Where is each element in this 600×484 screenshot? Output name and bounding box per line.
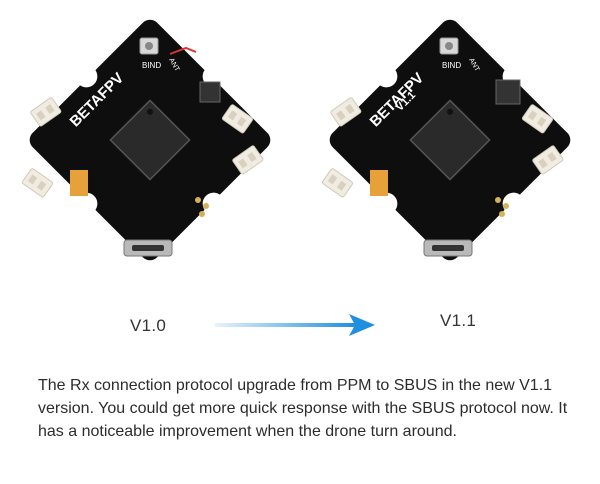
motor-connector <box>221 104 254 134</box>
antenna-wire <box>169 46 197 55</box>
motor-connector <box>521 104 554 134</box>
flight-controller-v1-1-photo: BETAFPV V1.1 BIND ANT <box>321 19 571 261</box>
mount-hole <box>75 65 98 88</box>
mcu-chip <box>109 99 191 181</box>
mount-hole <box>375 192 398 215</box>
motor-connector <box>532 145 564 175</box>
upgrade-arrow-icon <box>215 314 375 336</box>
motor-connector <box>330 97 362 127</box>
mcu-chip <box>409 99 491 181</box>
motor-connector <box>21 168 54 198</box>
description-text: The Rx connection protocol upgrade from … <box>38 377 568 440</box>
orange-component <box>70 170 88 196</box>
mount-hole <box>375 65 398 88</box>
orange-component <box>370 170 388 196</box>
motor-connector <box>321 168 354 198</box>
inductor <box>199 81 221 103</box>
inductor <box>495 79 521 105</box>
motor-connector <box>30 97 62 127</box>
mount-hole <box>75 192 98 215</box>
version-label-old: V1.0 <box>130 316 167 335</box>
version-label-new: V1.1 <box>440 311 477 330</box>
mount-hole <box>502 192 525 215</box>
flight-controller-v1-0-photo: BETAFPV BIND ANT <box>21 19 271 261</box>
motor-connector <box>232 145 264 175</box>
mount-hole <box>202 192 225 215</box>
bind-label: BIND <box>442 61 461 70</box>
bind-label: BIND <box>142 61 161 70</box>
